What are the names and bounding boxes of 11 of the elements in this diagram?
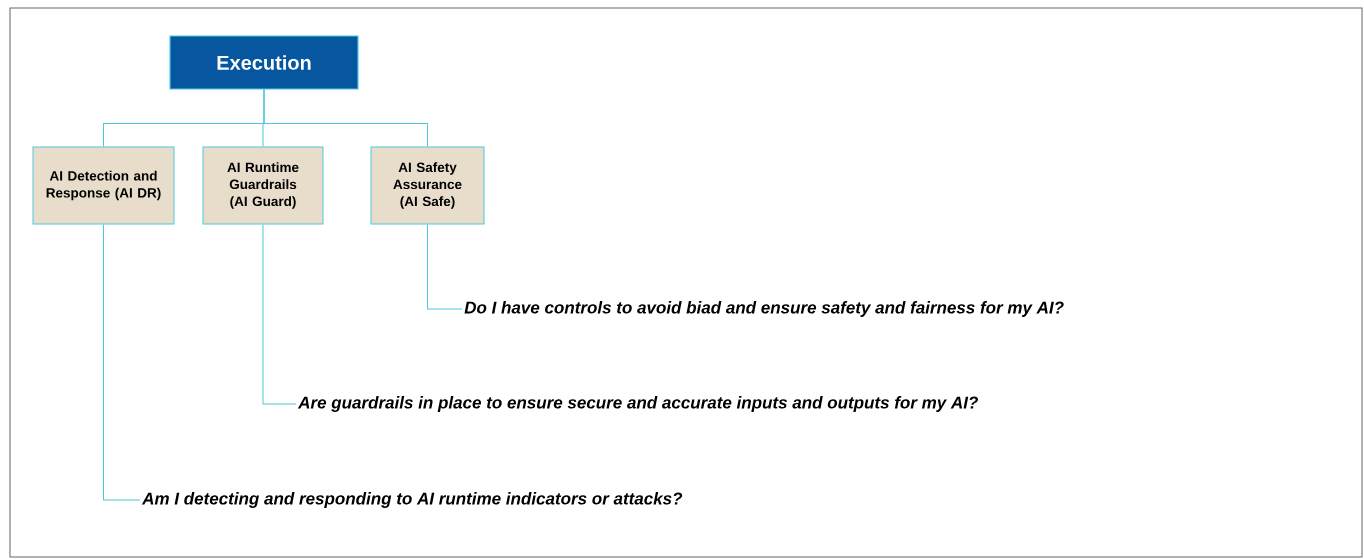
category-box: AI Runtime Guardrails (AI Guard) xyxy=(202,146,324,225)
connector-line xyxy=(262,224,297,405)
title-box: Execution xyxy=(169,35,359,90)
question-text: Do I have controls to avoid biad and ensure safety and fairness for my AI? xyxy=(464,301,1064,317)
connector-line xyxy=(263,89,428,147)
category-box: AI Detection and Response (AI DR) xyxy=(32,146,175,225)
question-text: Are guardrails in place to ensure secure and accurate inputs and outputs for my AI? xyxy=(297,396,978,412)
connector-line xyxy=(427,224,463,310)
connector-line xyxy=(103,224,141,501)
category-box: AI Safety Assurance (AI Safe) xyxy=(370,146,485,225)
question-text: Am I detecting and responding to AI runtime indicators or attacks? xyxy=(141,492,683,508)
